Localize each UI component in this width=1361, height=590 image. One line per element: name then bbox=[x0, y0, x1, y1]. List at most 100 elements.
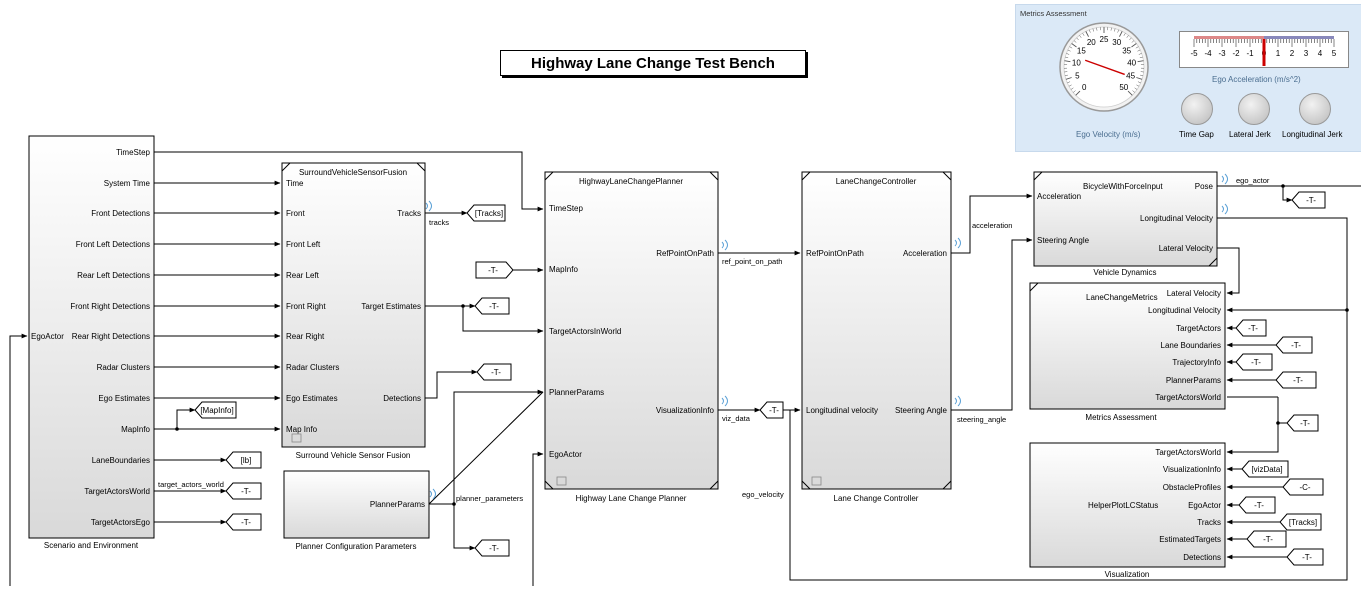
tag-t-text-10: -T- bbox=[1291, 341, 1301, 350]
velocity-gauge-tick bbox=[1114, 28, 1116, 32]
tag-t-planner-params[interactable]: -T- bbox=[474, 539, 510, 557]
velocity-gauge-tick bbox=[1064, 60, 1071, 63]
tag-t-vizdata[interactable]: -T- bbox=[759, 401, 784, 419]
tag-t-egoactor[interactable]: -T- bbox=[1291, 191, 1326, 209]
velocity-gauge-tick bbox=[1126, 35, 1129, 38]
velocity-gauge-tick bbox=[1096, 27, 1098, 31]
sf-in-time: Time bbox=[286, 179, 304, 188]
visualization-block[interactable]: HelperPlotLCStatus TargetActorsWorld Vis… bbox=[1029, 442, 1226, 579]
tag-t-metrics-planner[interactable]: -T- bbox=[1275, 371, 1317, 389]
velocity-gauge-tick bbox=[1082, 33, 1085, 36]
tag-t-viz-egoactor[interactable]: -T- bbox=[1238, 496, 1276, 514]
tag-t-text-8: -T- bbox=[1306, 196, 1316, 205]
signal-log-icons bbox=[425, 173, 1228, 500]
tag-tracks-goto[interactable]: [Tracks] bbox=[466, 204, 506, 222]
tag-t-metrics-taw[interactable]: -T- bbox=[1286, 414, 1319, 432]
sensor-fusion-inner-title: SurroundVehicleSensorFusion bbox=[299, 168, 407, 177]
scenario-out-rearrightdet: Rear Right Detections bbox=[72, 332, 150, 341]
lamp-longitudinal-jerk[interactable] bbox=[1299, 93, 1331, 125]
scenario-out-mapinfo: MapInfo bbox=[121, 425, 150, 434]
tag-t-viz-detections[interactable]: -T- bbox=[1286, 548, 1324, 566]
tag-mapinfo-text: [MapInfo] bbox=[200, 406, 233, 415]
model-ref-icons bbox=[291, 433, 822, 486]
planner-inner-title: HighwayLaneChangePlanner bbox=[579, 177, 683, 186]
sf-in-frontright: Front Right bbox=[286, 302, 326, 311]
velocity-gauge-tick bbox=[1131, 40, 1135, 43]
ctl-out-steer: Steering Angle bbox=[895, 406, 948, 415]
signal-target-actors-world: target_actors_world bbox=[158, 480, 224, 489]
acceleration-gauge-tick-label: 3 bbox=[1304, 49, 1309, 58]
velocity-gauge-tick bbox=[1127, 90, 1133, 96]
scenario-block-name: Scenario and Environment bbox=[44, 541, 139, 550]
velocity-gauge-tick-label: 35 bbox=[1122, 47, 1131, 56]
scenario-out-systemtime: System Time bbox=[104, 179, 151, 188]
tag-t-metrics-targetactors[interactable]: -T- bbox=[1235, 319, 1267, 337]
sensor-fusion-block[interactable]: SurroundVehicleSensorFusion Time Front F… bbox=[281, 162, 426, 460]
viz-in-targetactorsworld: TargetActorsWorld bbox=[1155, 448, 1221, 457]
acceleration-gauge-tick-label: -5 bbox=[1190, 49, 1198, 58]
tag-t-target-est[interactable]: -T- bbox=[474, 297, 510, 315]
velocity-gauge-tick-label: 15 bbox=[1077, 47, 1086, 56]
vd-in-accel: Acceleration bbox=[1037, 192, 1081, 201]
dashboard-title: Metrics Assessment bbox=[1020, 9, 1087, 18]
metrics-block[interactable]: LaneChangeMetrics Lateral Velocity Longi… bbox=[1029, 282, 1226, 422]
vehicle-dynamics-block[interactable]: BicycleWithForceInput Acceleration Steer… bbox=[1033, 171, 1218, 277]
tag-t-text-9: -T- bbox=[1248, 324, 1258, 333]
tag-t-targetactorsego[interactable]: -T- bbox=[225, 513, 262, 531]
lamp-time-gap[interactable] bbox=[1181, 93, 1213, 125]
planner-config-block[interactable]: PlannerParams Planner Configuration Para… bbox=[283, 470, 430, 551]
velocity-gauge-tick bbox=[1067, 81, 1071, 84]
wires-scenario-to-fusion bbox=[9, 151, 544, 586]
tag-t-viz-esttargets[interactable]: -T- bbox=[1246, 530, 1287, 548]
vd-out-latvel: Lateral Velocity bbox=[1159, 244, 1213, 253]
velocity-gauge-tick bbox=[1132, 90, 1135, 93]
velocity-gauge-tick bbox=[1065, 77, 1072, 80]
acceleration-gauge-tick-label: 5 bbox=[1332, 49, 1337, 58]
velocity-gauge-tick-label: 30 bbox=[1112, 38, 1121, 47]
velocity-gauge-tick bbox=[1134, 87, 1138, 90]
scenario-block[interactable]: EgoActor TimeStep System Time Front Dete… bbox=[28, 135, 155, 550]
viz-in-detections: Detections bbox=[1183, 553, 1221, 562]
tag-t-text-13: -T- bbox=[1300, 419, 1310, 428]
sf-in-rearright: Rear Right bbox=[286, 332, 325, 341]
velocity-gauge-tick bbox=[1066, 53, 1070, 55]
planner-block-name: Highway Lane Change Planner bbox=[576, 494, 687, 503]
acceleration-gauge[interactable]: -5-4-3-2-1012345 bbox=[1179, 31, 1349, 71]
tag-lb-goto[interactable]: [lb] bbox=[225, 451, 262, 469]
tag-t-targetactorsworld[interactable]: -T- bbox=[225, 482, 262, 500]
tag-t-metrics-lb[interactable]: -T- bbox=[1275, 336, 1313, 354]
tag-t-metrics-traj[interactable]: -T- bbox=[1235, 353, 1273, 371]
planner-block[interactable]: HighwayLaneChangePlanner TimeStep MapInf… bbox=[544, 171, 719, 503]
tag-t-text-16: -T- bbox=[1302, 553, 1312, 562]
visualization-inner-title: HelperPlotLCStatus bbox=[1088, 501, 1158, 510]
scenario-out-egoest: Ego Estimates bbox=[98, 394, 150, 403]
vehicle-block-name: Vehicle Dynamics bbox=[1093, 268, 1156, 277]
velocity-gauge-tick-label: 0 bbox=[1082, 83, 1087, 92]
controller-block-name: Lane Change Controller bbox=[834, 494, 919, 503]
signal-steering-angle: steering_angle bbox=[957, 415, 1006, 424]
velocity-gauge-label: Ego Velocity (m/s) bbox=[1076, 130, 1141, 139]
velocity-gauge-tick bbox=[1089, 29, 1091, 33]
velocity-gauge-tick-label: 10 bbox=[1072, 59, 1081, 68]
planner-config-block-name: Planner Configuration Parameters bbox=[296, 542, 417, 551]
metrics-block-name: Metrics Assessment bbox=[1085, 413, 1157, 422]
tag-tracks-from[interactable]: [Tracks] bbox=[1279, 513, 1322, 531]
tag-c-obstacles[interactable]: -C- bbox=[1282, 478, 1324, 496]
tag-lb-text: [lb] bbox=[241, 456, 252, 465]
tag-t-mapinfo-from[interactable]: -T- bbox=[475, 261, 514, 279]
sensor-fusion-block-name: Surround Vehicle Sensor Fusion bbox=[296, 451, 411, 460]
tag-tracks2-text: [Tracks] bbox=[1289, 518, 1317, 527]
ma-in-trajinfo: TrajectoryInfo bbox=[1172, 358, 1221, 367]
acceleration-gauge-tick-label: -3 bbox=[1218, 49, 1226, 58]
velocity-gauge-tick bbox=[1138, 53, 1142, 55]
pl-out-refpoint: RefPointOnPath bbox=[656, 249, 714, 258]
signal-ego-velocity: ego_velocity bbox=[742, 490, 784, 499]
ctl-out-accel: Acceleration bbox=[903, 249, 947, 258]
controller-block[interactable]: LaneChangeController RefPointOnPath Long… bbox=[801, 171, 952, 503]
lamp-lateral-jerk[interactable] bbox=[1238, 93, 1270, 125]
tag-t-detections[interactable]: -T- bbox=[476, 363, 512, 381]
tag-mapinfo-goto[interactable]: [MapInfo] bbox=[194, 401, 237, 419]
tag-t-text-1: -T- bbox=[489, 302, 499, 311]
tag-vizdata-from[interactable]: [vizData] bbox=[1241, 460, 1289, 478]
